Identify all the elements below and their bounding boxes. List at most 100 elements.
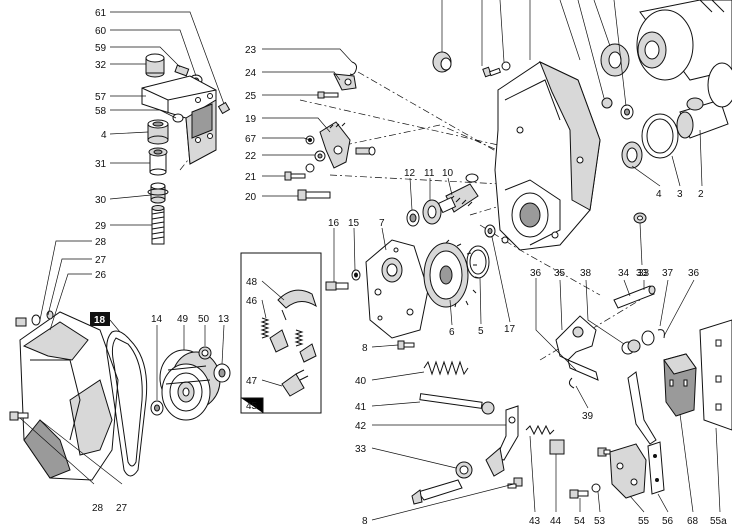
label-27b: 27 [116, 503, 128, 514]
label-42: 42 [355, 421, 367, 432]
washer-17 [484, 224, 496, 238]
screw-28-bottom [9, 411, 29, 421]
bearing-11 [422, 199, 442, 225]
label-59: 59 [95, 43, 107, 54]
motor-assembly [600, 0, 732, 169]
label-32: 32 [95, 60, 107, 71]
label-41: 41 [355, 402, 367, 413]
label-45: 45 [246, 401, 258, 412]
label-4b: 4 [656, 189, 662, 200]
label-56: 56 [662, 516, 674, 526]
bushings-38 [621, 330, 655, 355]
label-53: 53 [594, 516, 606, 526]
ring-3 [641, 113, 679, 159]
label-8b: 8 [362, 516, 368, 526]
label-60: 60 [95, 26, 107, 37]
clip-39 [568, 377, 575, 389]
label-7: 7 [379, 218, 385, 229]
washer-15 [351, 269, 361, 281]
sleeve-4 [147, 119, 169, 145]
bushing-31 [148, 147, 168, 176]
screw-61 [217, 101, 231, 115]
gearbox-housing [432, 51, 647, 251]
screw-59 [174, 64, 190, 77]
part-labels: 61 60 59 32 57 58 4 31 30 29 23 24 25 19… [90, 8, 727, 526]
spring-46 [260, 317, 317, 363]
washer-14 [150, 400, 164, 416]
label-33c: 33 [355, 444, 367, 455]
label-31: 31 [95, 159, 107, 170]
label-33b: 33 [638, 268, 650, 279]
label-6: 6 [449, 327, 455, 338]
flange [600, 43, 630, 77]
bushing-32 [145, 53, 165, 78]
switch-68 [663, 353, 697, 417]
label-23: 23 [245, 45, 257, 56]
bolt-16 [325, 281, 349, 291]
lever-35 [555, 315, 599, 381]
label-22: 22 [245, 151, 257, 162]
plate-56 [647, 441, 665, 495]
label-49: 49 [177, 314, 189, 325]
label-14: 14 [151, 314, 163, 325]
lever-19 [319, 121, 351, 169]
bracket-24 [333, 73, 357, 91]
label-12: 12 [404, 168, 416, 179]
bolt-20 [297, 189, 331, 201]
label-18: 18 [94, 315, 106, 326]
label-10: 10 [442, 168, 454, 179]
label-16: 16 [328, 218, 340, 229]
screw-21 [284, 163, 315, 181]
clip-23 [349, 61, 357, 75]
label-17: 17 [504, 324, 516, 335]
threaded-stud-29 [151, 205, 165, 245]
label-21: 21 [245, 172, 257, 183]
belt-drive [9, 310, 231, 481]
spring-clip-37 [657, 329, 665, 339]
label-50: 50 [198, 314, 210, 325]
gear-cluster [325, 173, 496, 350]
label-13: 13 [218, 314, 230, 325]
ring-5 [466, 245, 490, 279]
label-61: 61 [95, 8, 107, 19]
spring-40 [423, 360, 469, 376]
screw-8a [397, 340, 415, 350]
bolt-41 [419, 393, 495, 415]
brush-47 [281, 369, 309, 397]
fork-42 [485, 405, 519, 477]
screw-8b [507, 477, 523, 489]
label-35: 35 [554, 268, 566, 279]
pulley-49 [159, 349, 221, 421]
label-44: 44 [550, 516, 562, 526]
label-54: 54 [574, 516, 586, 526]
label-11: 11 [424, 168, 435, 179]
label-24: 24 [245, 68, 257, 79]
pinion-10 [437, 173, 479, 214]
screw-25 [317, 91, 339, 99]
lever-assembly [284, 61, 376, 201]
pin-34 [613, 285, 656, 309]
label-28a: 28 [95, 237, 107, 248]
switch-assembly [569, 319, 732, 499]
cover-plate-7 [365, 239, 429, 339]
nut-33-top [633, 212, 647, 224]
bracket-57 [141, 75, 217, 165]
label-19: 19 [245, 114, 257, 125]
screw-top [482, 61, 511, 78]
label-20: 20 [245, 192, 257, 203]
label-36b: 36 [688, 268, 700, 279]
label-25: 25 [245, 91, 257, 102]
label-30: 30 [95, 195, 107, 206]
label-4a: 4 [101, 130, 107, 141]
stud-30 [147, 182, 169, 204]
label-8a: 8 [362, 343, 368, 354]
label-37: 37 [662, 268, 674, 279]
label-33a: 33 [636, 268, 648, 279]
label-3: 3 [677, 189, 683, 200]
belt-18 [106, 330, 148, 477]
label-58: 58 [95, 106, 107, 117]
label-55: 55 [638, 516, 650, 526]
washer-12 [406, 209, 420, 227]
inset-box-45 [240, 252, 322, 414]
label-5: 5 [478, 326, 484, 337]
